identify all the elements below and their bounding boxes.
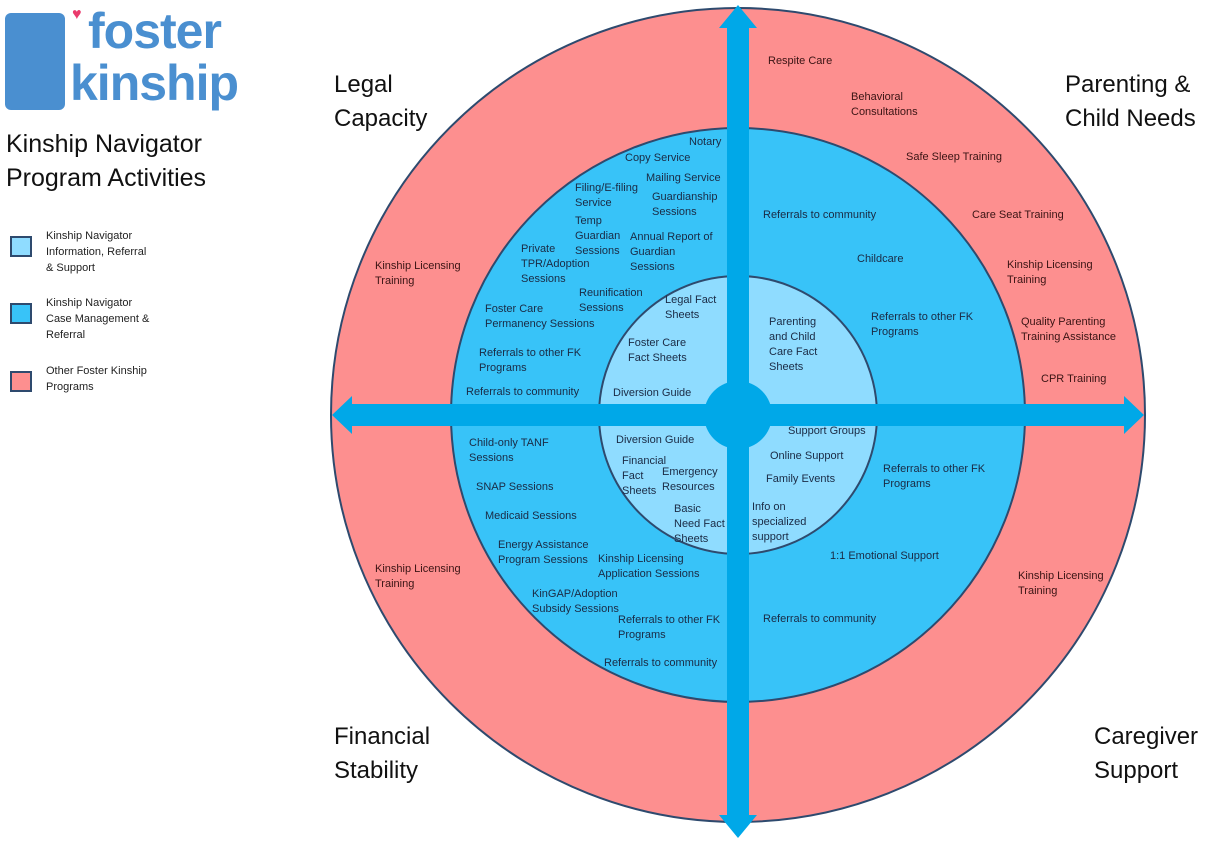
activity-middle: Referrals to other FK Programs — [871, 311, 974, 338]
page-title: Kinship Navigator Program Activities — [6, 130, 207, 192]
activity-outer: Kinship Licensing Training — [1018, 570, 1104, 597]
logo-child-icon — [5, 13, 65, 110]
activity-middle: Kinship Licensing Application Sessions — [598, 553, 700, 580]
activity-outer: Kinship Licensing Training — [1007, 259, 1093, 286]
legend-swatch — [10, 371, 32, 392]
activity-middle: SNAP Sessions — [476, 481, 554, 493]
logo-line-1: foster — [88, 3, 222, 59]
activity-middle: Annual Report of Guardian Sessions — [630, 231, 713, 273]
activity-outer: Kinship Licensing Training — [375, 260, 461, 287]
activity-middle: Referrals to other FK Programs — [618, 614, 721, 641]
arrow-left-icon — [332, 396, 352, 434]
center-hub — [704, 381, 772, 449]
activity-outer: Quality Parenting Training Assistance — [1021, 316, 1116, 343]
activity-middle: Childcare — [857, 253, 904, 265]
activity-inner: Foster Care Fact Sheets — [628, 337, 687, 364]
activity-middle: Referrals to other FK Programs — [883, 463, 986, 490]
logo-line-2: kinship — [70, 55, 239, 111]
activity-middle: Referrals to community — [763, 613, 877, 625]
legend-label: Kinship Navigator Case Management & Refe… — [46, 297, 150, 341]
activity-middle: Referrals to community — [466, 386, 580, 398]
activity-middle: Temp Guardian Sessions — [575, 215, 621, 257]
legend-label: Kinship Navigator Information, Referral … — [46, 230, 147, 274]
activity-inner: Parenting and Child Care Fact Sheets — [769, 316, 818, 373]
activity-middle: Child-only TANF Sessions — [469, 437, 549, 464]
legend-swatch — [10, 303, 32, 324]
arrow-up-icon — [719, 5, 757, 28]
activity-inner: Diversion Guide — [616, 434, 695, 446]
activity-middle: Medicaid Sessions — [485, 510, 577, 522]
activity-middle: Foster Care Permanency Sessions — [485, 303, 595, 330]
activity-inner: Info on specialized support — [752, 501, 807, 543]
activity-middle: Reunification Sessions — [579, 287, 643, 314]
arrow-right-icon — [1124, 396, 1144, 434]
activity-inner: Legal Fact Sheets — [665, 294, 717, 321]
activity-inner: Emergency Resources — [662, 466, 718, 493]
activity-middle: Energy Assistance Program Sessions — [498, 539, 589, 566]
activity-outer: Care Seat Training — [972, 209, 1064, 221]
activity-inner: Support Groups — [788, 425, 866, 437]
activity-middle: Mailing Service — [646, 172, 721, 184]
activity-outer: Behavioral Consultations — [851, 91, 918, 118]
legend-label: Other Foster Kinship Programs — [46, 365, 147, 393]
activity-inner: Diversion Guide — [613, 387, 692, 399]
activity-middle: KinGAP/Adoption Subsidy Sessions — [532, 588, 619, 615]
activity-middle: Referrals to other FK Programs — [479, 347, 582, 374]
logo-heart-icon: ♥ — [72, 6, 82, 23]
activity-middle: Copy Service — [625, 152, 691, 164]
activity-middle: Private TPR/Adoption Sessions — [521, 243, 590, 285]
activity-outer: Respite Care — [768, 55, 833, 67]
activity-outer: Kinship Licensing Training — [375, 563, 461, 590]
quadrant-label-caregiver-support: Caregiver Support — [1094, 723, 1199, 784]
legend-swatch — [10, 236, 32, 257]
activity-inner: Basic Need Fact Sheets — [674, 503, 725, 545]
activity-outer: Safe Sleep Training — [906, 151, 1003, 163]
activity-outer: CPR Training — [1041, 373, 1107, 385]
activity-middle: Guardianship Sessions — [652, 191, 718, 218]
activity-middle: 1:1 Emotional Support — [830, 550, 939, 562]
activity-middle: Notary — [689, 136, 722, 148]
activity-inner: Family Events — [766, 473, 836, 485]
activity-inner: Online Support — [770, 450, 844, 462]
activity-middle: Filing/E-filing Service — [575, 182, 638, 209]
quadrant-label-legal-capacity: Legal Capacity — [334, 71, 428, 132]
activity-inner: Financial Fact Sheets — [622, 455, 667, 497]
activity-middle: Referrals to community — [604, 657, 718, 669]
arrow-down-icon — [719, 815, 757, 838]
quadrant-label-financial-stability: Financial Stability — [334, 723, 431, 784]
quadrant-label-parenting: Parenting & Child Needs — [1065, 71, 1196, 132]
activity-middle: Referrals to community — [763, 209, 877, 221]
